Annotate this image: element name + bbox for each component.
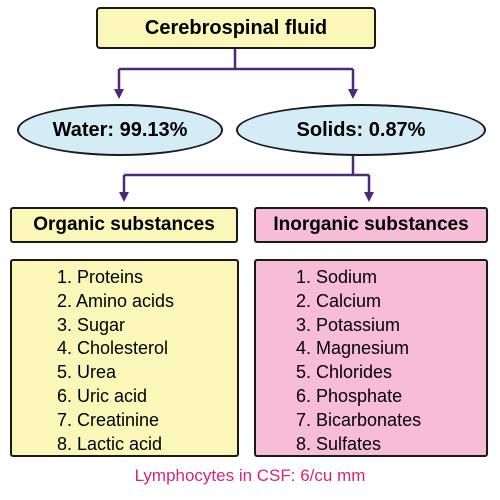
organic-title: Organic substances — [33, 214, 215, 235]
list-item: 7. Creatinine — [57, 409, 160, 430]
list-item: 2. Amino acids — [57, 290, 175, 311]
organic-list: 1. Proteins 2. Amino acids 3. Sugar 4. C… — [10, 259, 239, 457]
list-item: 3. Potassium — [296, 314, 401, 335]
solids-label: Solids: 0.87% — [296, 118, 426, 141]
footnote: Lymphocytes in CSF: 6/cu mm — [134, 466, 366, 485]
list-item: 1. Proteins — [57, 267, 144, 287]
list-item: 5. Chlorides — [296, 362, 393, 383]
list-item: 6. Uric acid — [57, 385, 148, 406]
list-item: 1. Sodium — [296, 267, 378, 287]
inorganic-list: 1. Sodium 2. Calcium 3. Potassium 4. Mag… — [254, 259, 488, 457]
inorganic-title: Inorganic substances — [273, 214, 469, 235]
inorganic-header: Inorganic substances — [254, 207, 488, 243]
list-item: 4. Magnesium — [296, 338, 410, 359]
root-node: Cerebrospinal fluid — [96, 7, 376, 49]
list-item: 8. Sulfates — [296, 433, 382, 454]
list-item: 5. Urea — [57, 362, 117, 383]
water-label: Water: 99.13% — [52, 118, 188, 141]
list-item: 8. Lactic acid — [57, 433, 163, 454]
solids-node: Solids: 0.87% — [236, 104, 486, 156]
list-item: 2. Calcium — [296, 290, 382, 311]
list-item: 7. Bicarbonates — [296, 409, 422, 430]
list-item: 6. Phosphate — [296, 385, 403, 406]
root-label: Cerebrospinal fluid — [144, 16, 328, 39]
water-node: Water: 99.13% — [17, 104, 223, 156]
list-item: 4. Cholesterol — [57, 338, 169, 359]
list-item: 3. Sugar — [57, 314, 126, 335]
organic-header: Organic substances — [10, 207, 238, 243]
